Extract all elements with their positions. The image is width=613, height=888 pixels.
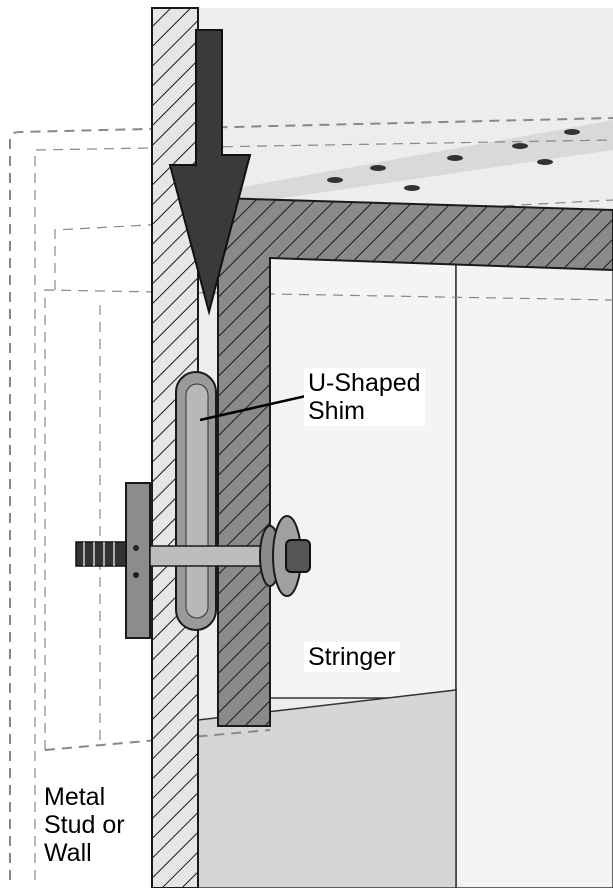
u-shaped-shim bbox=[175, 371, 217, 631]
stringer bbox=[217, 196, 613, 727]
bolt-icon bbox=[75, 482, 311, 639]
wall-panel bbox=[197, 8, 613, 888]
u-shaped-shim-label: U-Shaped Shim bbox=[304, 368, 425, 426]
metal-stud-label: Metal Stud or Wall bbox=[40, 782, 129, 868]
down-arrow-icon bbox=[168, 29, 252, 316]
dashed-outline bbox=[9, 117, 613, 880]
stringer-label: Stringer bbox=[304, 642, 400, 672]
shim-leader-line bbox=[199, 394, 307, 422]
